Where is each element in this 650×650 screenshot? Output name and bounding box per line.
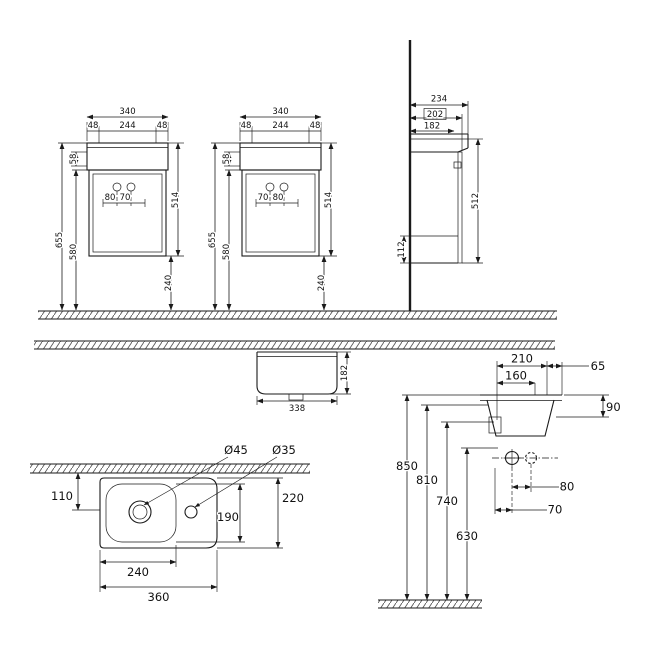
front-view-left: 340 48 244 48 58 655 580 514 240 80 70 (54, 106, 184, 311)
wall-hatch (30, 464, 310, 473)
small-hole-icon (184, 505, 198, 519)
label-large-hole: Ø45 (224, 443, 248, 457)
connection-point-dashed-icon (524, 451, 538, 465)
leader-line (194, 456, 278, 508)
dim-height: 512 (471, 193, 481, 209)
basin-outline (86, 142, 169, 171)
floor-hatch-upper (38, 310, 557, 320)
dim-width: 360 (148, 590, 170, 604)
dim-hole-left: 70 (258, 193, 269, 203)
dim-center-section: 244 (272, 121, 288, 131)
basin-body-outline (256, 352, 338, 395)
dim-overall-depth: 234 (431, 95, 447, 105)
dim-height-2: 810 (416, 473, 438, 487)
handle-detail (453, 161, 462, 169)
basin-front-view: 182 338 (256, 351, 351, 415)
large-hole-icon (128, 500, 152, 524)
dim-inner-depth: 160 (505, 369, 527, 383)
large-hole-inner-icon (132, 504, 148, 520)
bracket-detail (488, 416, 502, 434)
cabinet-outline (88, 169, 167, 257)
tap-hole-icon (126, 182, 136, 192)
dim-cabinet-depth: 202 (427, 110, 443, 120)
dim-depth: 220 (282, 491, 304, 505)
dim-height-4: 630 (456, 529, 478, 543)
dim-spacing-2: 70 (548, 503, 563, 517)
side-view: 234 202 182 512 112 (396, 40, 483, 311)
drain-detail (288, 393, 304, 401)
tap-hole-icon (279, 182, 289, 192)
dim-height-1: 850 (396, 459, 418, 473)
dim-center-section: 244 (119, 121, 135, 131)
tap-hole-icon (112, 182, 122, 192)
reference-dim-box (423, 108, 447, 120)
tap-hole-icon (265, 182, 275, 192)
dim-left-section: 48 (241, 121, 252, 131)
dim-hole-right: 70 (120, 193, 131, 203)
basin-top-view: Ø45 Ø35 110 220 190 240 360 (30, 442, 310, 605)
dim-total-width: 340 (272, 107, 288, 117)
dim-basin-width: 338 (289, 404, 305, 414)
dim-inner-depth: 182 (424, 122, 440, 132)
bowl-outline (105, 483, 177, 543)
basin-taper (457, 147, 469, 153)
dim-overall-height: 655 (55, 232, 65, 248)
hatch-fill (38, 311, 557, 319)
basin-outline (99, 477, 218, 549)
dim-inner-depth: 190 (217, 510, 239, 524)
dim-hole-right: 80 (273, 193, 284, 203)
dim-wall-offset: 65 (591, 359, 606, 373)
cabinet-outline (241, 169, 320, 257)
dim-overall-height: 655 (208, 232, 218, 248)
dim-inner-width: 240 (127, 565, 149, 579)
dim-back-height: 90 (606, 400, 621, 414)
leader-line (143, 456, 229, 506)
dim-cabinet-height: 514 (171, 192, 181, 208)
dim-left-section: 48 (88, 121, 99, 131)
basin-bowl-outline (486, 399, 555, 437)
door-outline (245, 173, 316, 253)
door-panel (457, 151, 463, 264)
dim-floor-clearance: 240 (317, 275, 327, 291)
dim-basin-height: 182 (340, 365, 350, 381)
dim-hole-left: 80 (105, 193, 116, 203)
dim-top-offset: 58 (222, 154, 232, 165)
dim-back-distance: 110 (51, 489, 73, 503)
floor-hatch-lower (34, 340, 555, 350)
dim-mid-height: 580 (222, 244, 232, 260)
dim-right-section: 48 (157, 121, 168, 131)
dim-spacing-1: 80 (560, 480, 575, 494)
dim-depth: 210 (511, 352, 533, 366)
label-small-hole: Ø35 (272, 443, 296, 457)
basin-outline (239, 142, 322, 171)
hatch-fill (34, 341, 555, 349)
dim-right-section: 48 (310, 121, 321, 131)
front-view-center: 340 48 244 48 58 655 580 514 240 70 80 (207, 106, 337, 311)
dim-total-width: 340 (119, 107, 135, 117)
basin-side-view: 210 65 160 90 80 70 850 810 (378, 350, 622, 609)
dim-height-3: 740 (436, 494, 458, 508)
dim-top-offset: 58 (69, 154, 79, 165)
door-outline (92, 173, 163, 253)
dim-floor-clearance: 240 (164, 275, 174, 291)
dim-recess-height: 112 (397, 241, 407, 257)
dim-mid-height: 580 (69, 244, 79, 260)
floor-hatch (378, 600, 482, 608)
dim-cabinet-height: 514 (324, 192, 334, 208)
